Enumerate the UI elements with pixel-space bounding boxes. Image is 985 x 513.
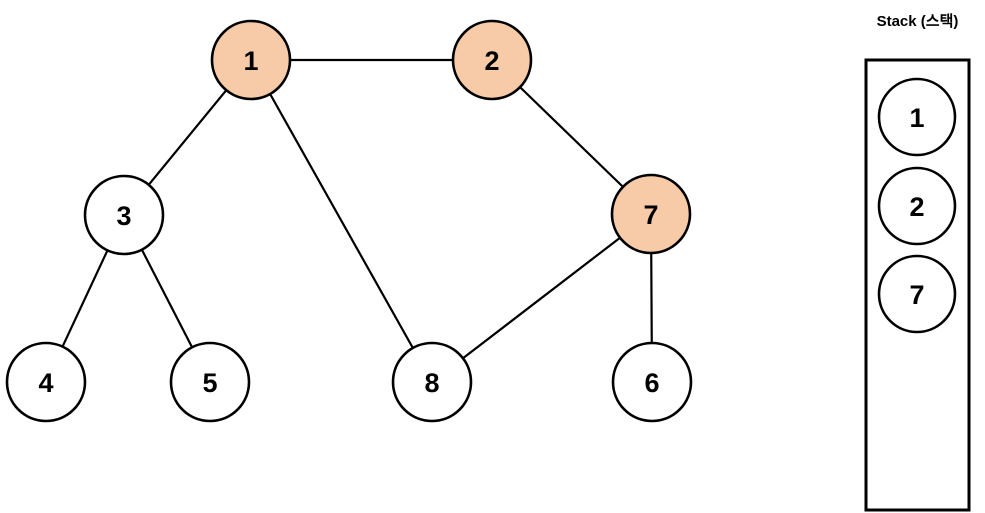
graph-edge-2-7 [518, 86, 625, 188]
graph-node-label-1: 1 [243, 46, 258, 76]
node-group: 1 2 3 4 5 6 7 8 [5, 19, 693, 423]
graph-node-3[interactable]: 3 [83, 174, 165, 256]
graph-node-8[interactable]: 8 [391, 341, 473, 423]
stack-item-circle-7[interactable] [877, 254, 957, 334]
graph-node-7[interactable]: 7 [610, 173, 692, 255]
graph-node-5[interactable]: 5 [169, 341, 251, 423]
stack-item-label-1: 1 [909, 103, 924, 133]
stack-item-circle-1[interactable] [877, 77, 957, 157]
graph-edge-3-4 [61, 249, 109, 348]
graph-node-label-3: 3 [116, 201, 131, 231]
graph-edge-3-5 [140, 248, 194, 349]
graph-edge-1-8 [269, 92, 414, 350]
graph-node-circle-1[interactable] [210, 19, 292, 101]
stack-group: 1 2 7 [864, 58, 971, 512]
stack-item-label-2: 2 [909, 192, 924, 222]
graph-node-label-4: 4 [38, 368, 53, 398]
stack-item-label-7: 7 [909, 280, 924, 310]
graph-node-circle-3[interactable] [83, 174, 165, 256]
graph-node-1[interactable]: 1 [210, 19, 292, 101]
graph-node-circle-8[interactable] [391, 341, 473, 423]
graph-node-circle-7[interactable] [610, 173, 692, 255]
graph-node-circle-2[interactable] [451, 19, 533, 101]
stack-item-2[interactable]: 2 [877, 166, 957, 246]
graph-node-label-6: 6 [644, 368, 659, 398]
graph-node-label-7: 7 [643, 200, 658, 230]
stack-item-7[interactable]: 7 [877, 254, 957, 334]
graph-edge-7-6 [650, 251, 653, 345]
stack-container [864, 58, 971, 512]
stack-item-1[interactable]: 1 [877, 77, 957, 157]
graph-node-circle-6[interactable] [611, 341, 693, 423]
graph-node-label-2: 2 [484, 46, 499, 76]
edge-group [61, 58, 653, 360]
graph-node-circle-4[interactable] [5, 341, 87, 423]
graph-node-circle-5[interactable] [169, 341, 251, 423]
graph-node-6[interactable]: 6 [611, 341, 693, 423]
stack-item-circle-2[interactable] [877, 166, 957, 246]
graph-edge-7-8 [461, 236, 622, 360]
graph-edge-1-3 [147, 89, 228, 186]
graph-node-4[interactable]: 4 [5, 341, 87, 423]
graph-node-label-5: 5 [202, 368, 217, 398]
graph-node-2[interactable]: 2 [451, 19, 533, 101]
stack-panel-title: Stack (스택) [876, 13, 959, 30]
graph-node-label-8: 8 [424, 368, 439, 398]
